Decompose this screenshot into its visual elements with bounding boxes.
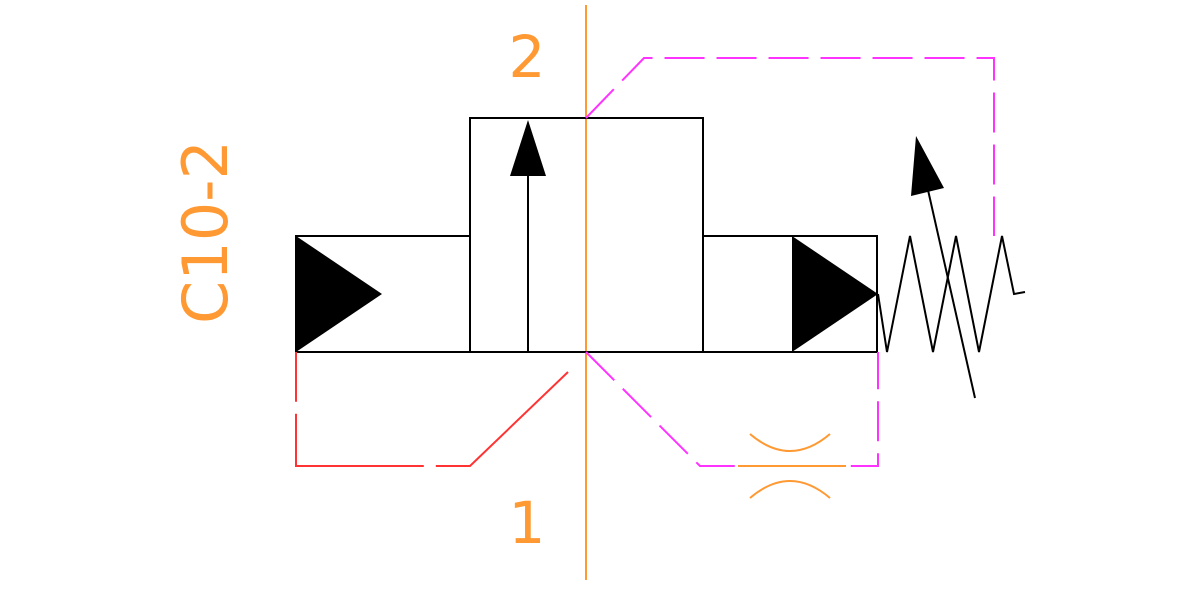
port-2-label: 2	[509, 23, 546, 91]
left-pilot-triangle	[296, 236, 382, 352]
pilot-line-top	[585, 57, 995, 236]
spring-icon	[877, 235, 1026, 353]
model-label: C10-2	[169, 140, 242, 324]
drain-line	[295, 352, 569, 467]
pilot-line-bottom	[585, 351, 879, 467]
orifice-icon-bottom	[749, 480, 831, 499]
adjust-arrow-shaft	[927, 189, 976, 399]
port-1-label: 1	[509, 489, 546, 557]
orifice-icon-top	[749, 433, 831, 452]
right-pilot-triangle	[792, 236, 878, 352]
flow-arrow-head	[510, 120, 546, 176]
adjust-arrow-head	[911, 136, 944, 196]
